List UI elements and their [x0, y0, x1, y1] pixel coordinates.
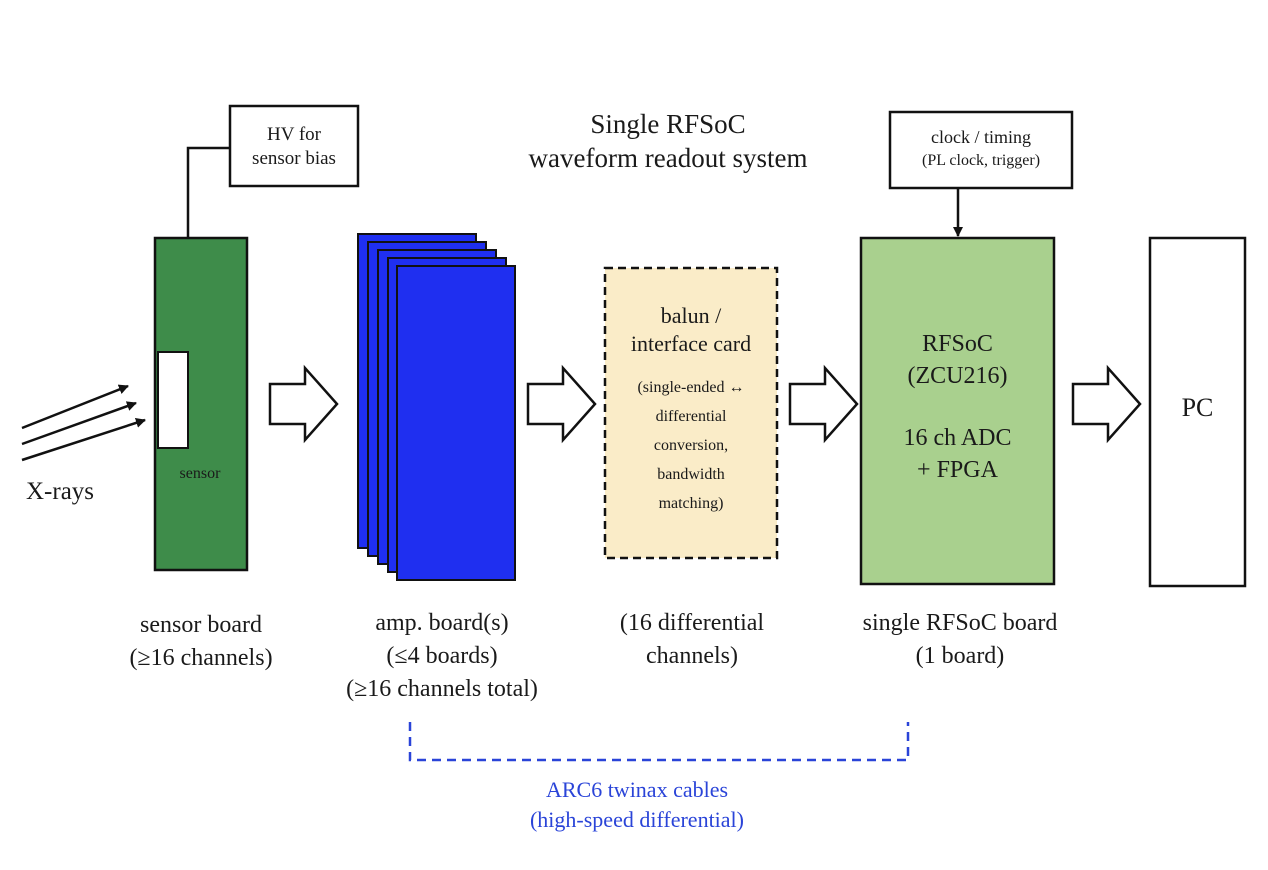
amp-board: [396, 265, 516, 581]
title-line: waveform readout system: [528, 142, 808, 173]
caption-line: (16 differential: [619, 610, 765, 636]
flow-arrow-2: [526, 364, 597, 444]
xray-arrow: [21, 384, 129, 430]
sensor-label: sensor: [179, 465, 221, 482]
rfsoc-label-line: RFSoC: [922, 331, 993, 357]
xray-arrow: [21, 418, 146, 462]
rfsoc-label-line: (ZCU216): [907, 363, 1008, 389]
clock-box-label: clock / timing (PL clock, trigger): [890, 126, 1072, 171]
balun-card-label: balun / interface card (single-ended ↔ d…: [605, 302, 777, 518]
clock-box: [888, 110, 1074, 190]
hv-label-line: HV for: [266, 124, 321, 145]
pc-label: PC: [1181, 393, 1214, 422]
balun-card: [603, 266, 779, 560]
balun-title-line: interface card: [630, 330, 752, 356]
balun-title-line: balun /: [660, 303, 722, 328]
clock-label-line: (PL clock, trigger): [921, 151, 1041, 169]
title-line: Single RFSoC: [590, 109, 746, 139]
balun-detail-line: conversion,: [653, 437, 729, 454]
rfsoc-board-label: RFSoC (ZCU216) 16 ch ADC + FPGA: [861, 328, 1054, 486]
flow-arrow-1: [268, 364, 339, 444]
hv-label-line: sensor bias: [252, 147, 336, 169]
caption-amp-board: amp. board(s) (≤4 boards) (≥16 channels …: [312, 608, 572, 704]
caption-sensor-board: sensor board (≥16 channels): [86, 610, 316, 673]
rfsoc-label-line: + FPGA: [917, 457, 998, 483]
flow-arrow-4: [1071, 364, 1142, 444]
cable-note-line: (high-speed differential): [529, 806, 744, 832]
balun-detail-line: bandwidth: [657, 466, 725, 483]
caption-rfsoc-board: single RFSoC board (1 board): [830, 608, 1090, 671]
diagram-title: Single RFSoC waveform readout system: [468, 108, 868, 176]
rfsoc-label-line: 16 ch ADC: [903, 425, 1012, 451]
caption-line: (≤4 boards): [386, 643, 498, 669]
xray-label: X-rays: [25, 478, 95, 505]
caption-line: (≥16 channels): [129, 645, 273, 671]
rfsoc-board: [859, 236, 1056, 586]
cable-note-line: ARC6 twinax cables: [545, 777, 729, 802]
balun-detail-line: matching): [658, 495, 724, 512]
balun-detail-line: differential: [655, 408, 727, 425]
hv-box-label: HV for sensor bias: [230, 123, 358, 171]
balun-detail-line: (single-ended ↔: [637, 379, 745, 396]
pc-box: [1148, 236, 1247, 588]
caption-line: (≥16 channels total): [346, 676, 538, 702]
caption-differential: (16 differential channels): [582, 608, 802, 671]
xray-arrow: [21, 401, 137, 446]
caption-line: single RFSoC board: [862, 610, 1058, 636]
hv-box: [228, 104, 360, 188]
clock-label-line: clock / timing: [931, 127, 1031, 147]
cable-bracket: [408, 722, 910, 762]
balun-detail: (single-ended ↔ differential conversion,…: [605, 373, 777, 518]
hv-connection-line: [186, 146, 230, 238]
caption-line: sensor board: [140, 612, 262, 638]
caption-line: channels): [646, 643, 738, 669]
flow-arrow-3: [788, 364, 859, 444]
caption-line: amp. board(s): [375, 610, 509, 636]
sensor-element: [157, 351, 189, 449]
cable-note: ARC6 twinax cables (high-speed different…: [487, 776, 787, 833]
caption-line: (1 board): [915, 643, 1005, 669]
